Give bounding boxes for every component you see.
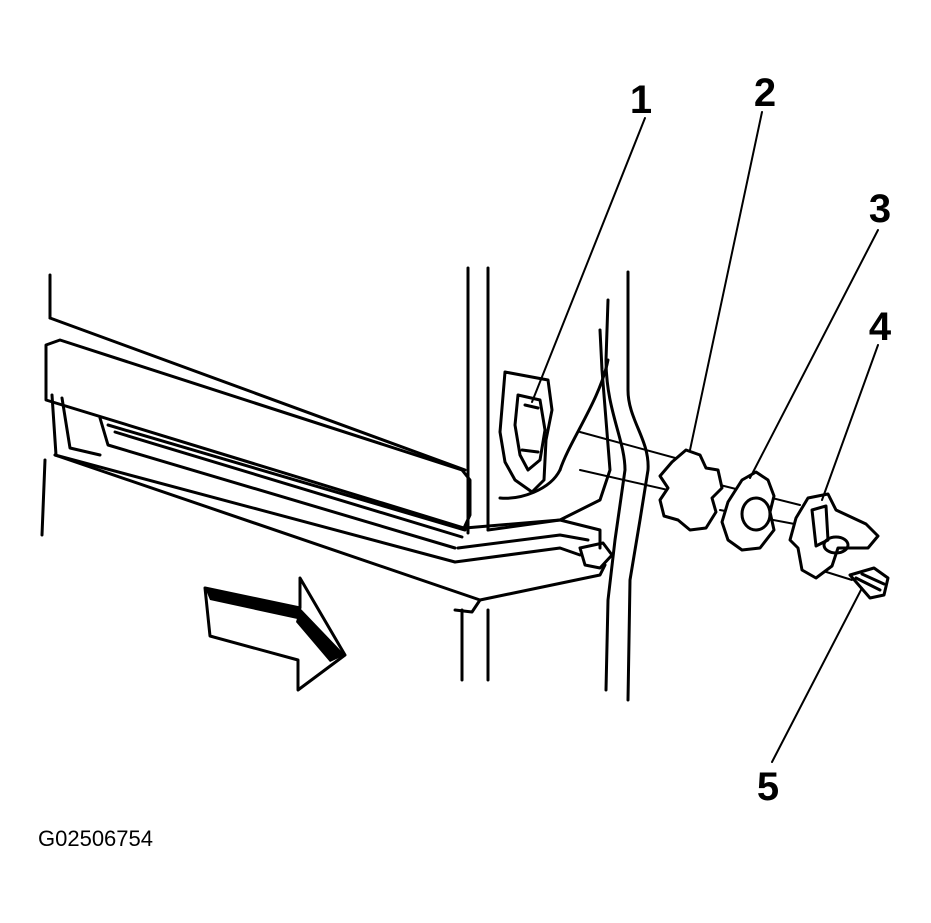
door-striker xyxy=(788,492,880,580)
door-pillar xyxy=(466,266,650,702)
leader-3 xyxy=(749,229,879,479)
leader-1 xyxy=(531,117,646,403)
callout-1: 1 xyxy=(630,78,652,122)
striker-spacer xyxy=(658,448,724,532)
callout-4: 4 xyxy=(869,305,892,349)
door-lock-latch xyxy=(498,370,554,494)
figure-id: G02506754 xyxy=(38,826,153,851)
leader-2 xyxy=(689,111,763,451)
rocker-sill xyxy=(453,518,614,682)
callout-3: 3 xyxy=(869,187,891,231)
leader-4 xyxy=(821,344,879,501)
leader-5 xyxy=(771,587,863,763)
callout-leaders xyxy=(531,111,879,763)
callout-2: 2 xyxy=(754,71,776,115)
striker-bolt xyxy=(848,566,890,600)
forward-direction-arrow xyxy=(203,576,347,692)
callout-5: 5 xyxy=(757,765,779,809)
callout-labels: 1 2 3 4 5 xyxy=(630,71,892,809)
anchor-plate xyxy=(720,470,776,552)
door-panel xyxy=(40,273,482,682)
